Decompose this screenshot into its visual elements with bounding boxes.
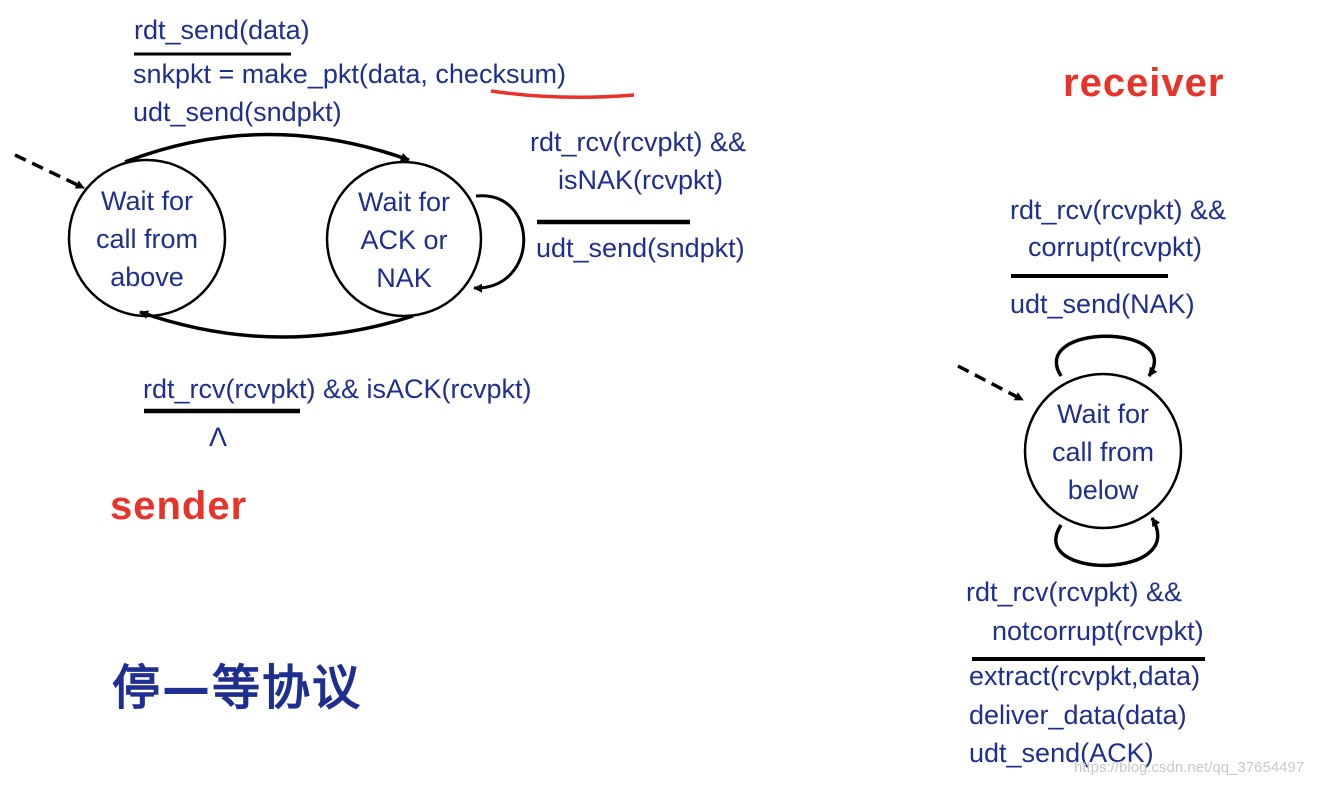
- receiver-state-wait-call-below: Wait for call from below: [1051, 399, 1154, 505]
- receiver-notcorrupt-action-extract: extract(rcvpkt,data): [969, 661, 1201, 691]
- sender-initial-arrow: [14, 153, 85, 190]
- receiver-corrupt-selfloop-arrow: [1054, 334, 1158, 377]
- sender-send-action-udt-send: udt_send(sndpkt): [133, 97, 342, 127]
- receiver-notcorrupt-action-deliver: deliver_data(data): [969, 700, 1187, 730]
- sender-send-action-make-pkt: snkpkt = make_pkt(data, checksum): [133, 59, 566, 89]
- watermark-text: https://blog.csdn.net/qq_37654497: [1074, 759, 1305, 776]
- sender-state-wait-ack-nak-circle: [325, 160, 483, 318]
- receiver-notcorrupt-selfloop-arrow: [1054, 517, 1161, 568]
- receiver-label: receiver: [1063, 61, 1225, 105]
- sender-nak-action: udt_send(sndpkt): [536, 233, 745, 263]
- receiver-notcorrupt-event-line-1: rdt_rcv(rcvpkt) &&: [966, 577, 1183, 607]
- receiver-corrupt-action: udt_send(NAK): [1010, 289, 1195, 319]
- checksum-highlight-underline: [490, 89, 635, 99]
- receiver-notcorrupt-action-udt-send: udt_send(ACK): [969, 738, 1154, 768]
- sender-ack-transition-arrow: [139, 310, 414, 339]
- sender-send-event: rdt_send(data): [134, 15, 310, 45]
- receiver-notcorrupt-event-line-2: notcorrupt(rcvpkt): [992, 616, 1204, 646]
- sender-nak-event-line-1: rdt_rcv(rcvpkt) &&: [530, 127, 747, 157]
- receiver-state-wait-call-below-circle: [1023, 372, 1183, 530]
- sender-send-transition-arrow: [124, 132, 410, 164]
- sender-state-wait-call-above: Wait for call from above: [95, 186, 198, 292]
- receiver-corrupt-event-line-1: rdt_rcv(rcvpkt) &&: [1010, 195, 1227, 225]
- sender-nak-event-line-2: isNAK(rcvpkt): [558, 165, 724, 195]
- sender-state-wait-ack-nak: Wait for ACK or NAK: [357, 187, 450, 293]
- receiver-initial-arrow: [957, 364, 1024, 402]
- receiver-corrupt-event-line-2: corrupt(rcvpkt): [1028, 232, 1203, 262]
- sender-label: sender: [110, 484, 248, 528]
- sender-ack-event: rdt_rcv(rcvpkt) && isACK(rcvpkt): [143, 374, 532, 404]
- sender-ack-action-lambda: Λ: [209, 422, 228, 452]
- sender-nak-selfloop-arrow: [473, 194, 526, 293]
- page-title-stop-and-wait: 停—等协议: [112, 660, 363, 716]
